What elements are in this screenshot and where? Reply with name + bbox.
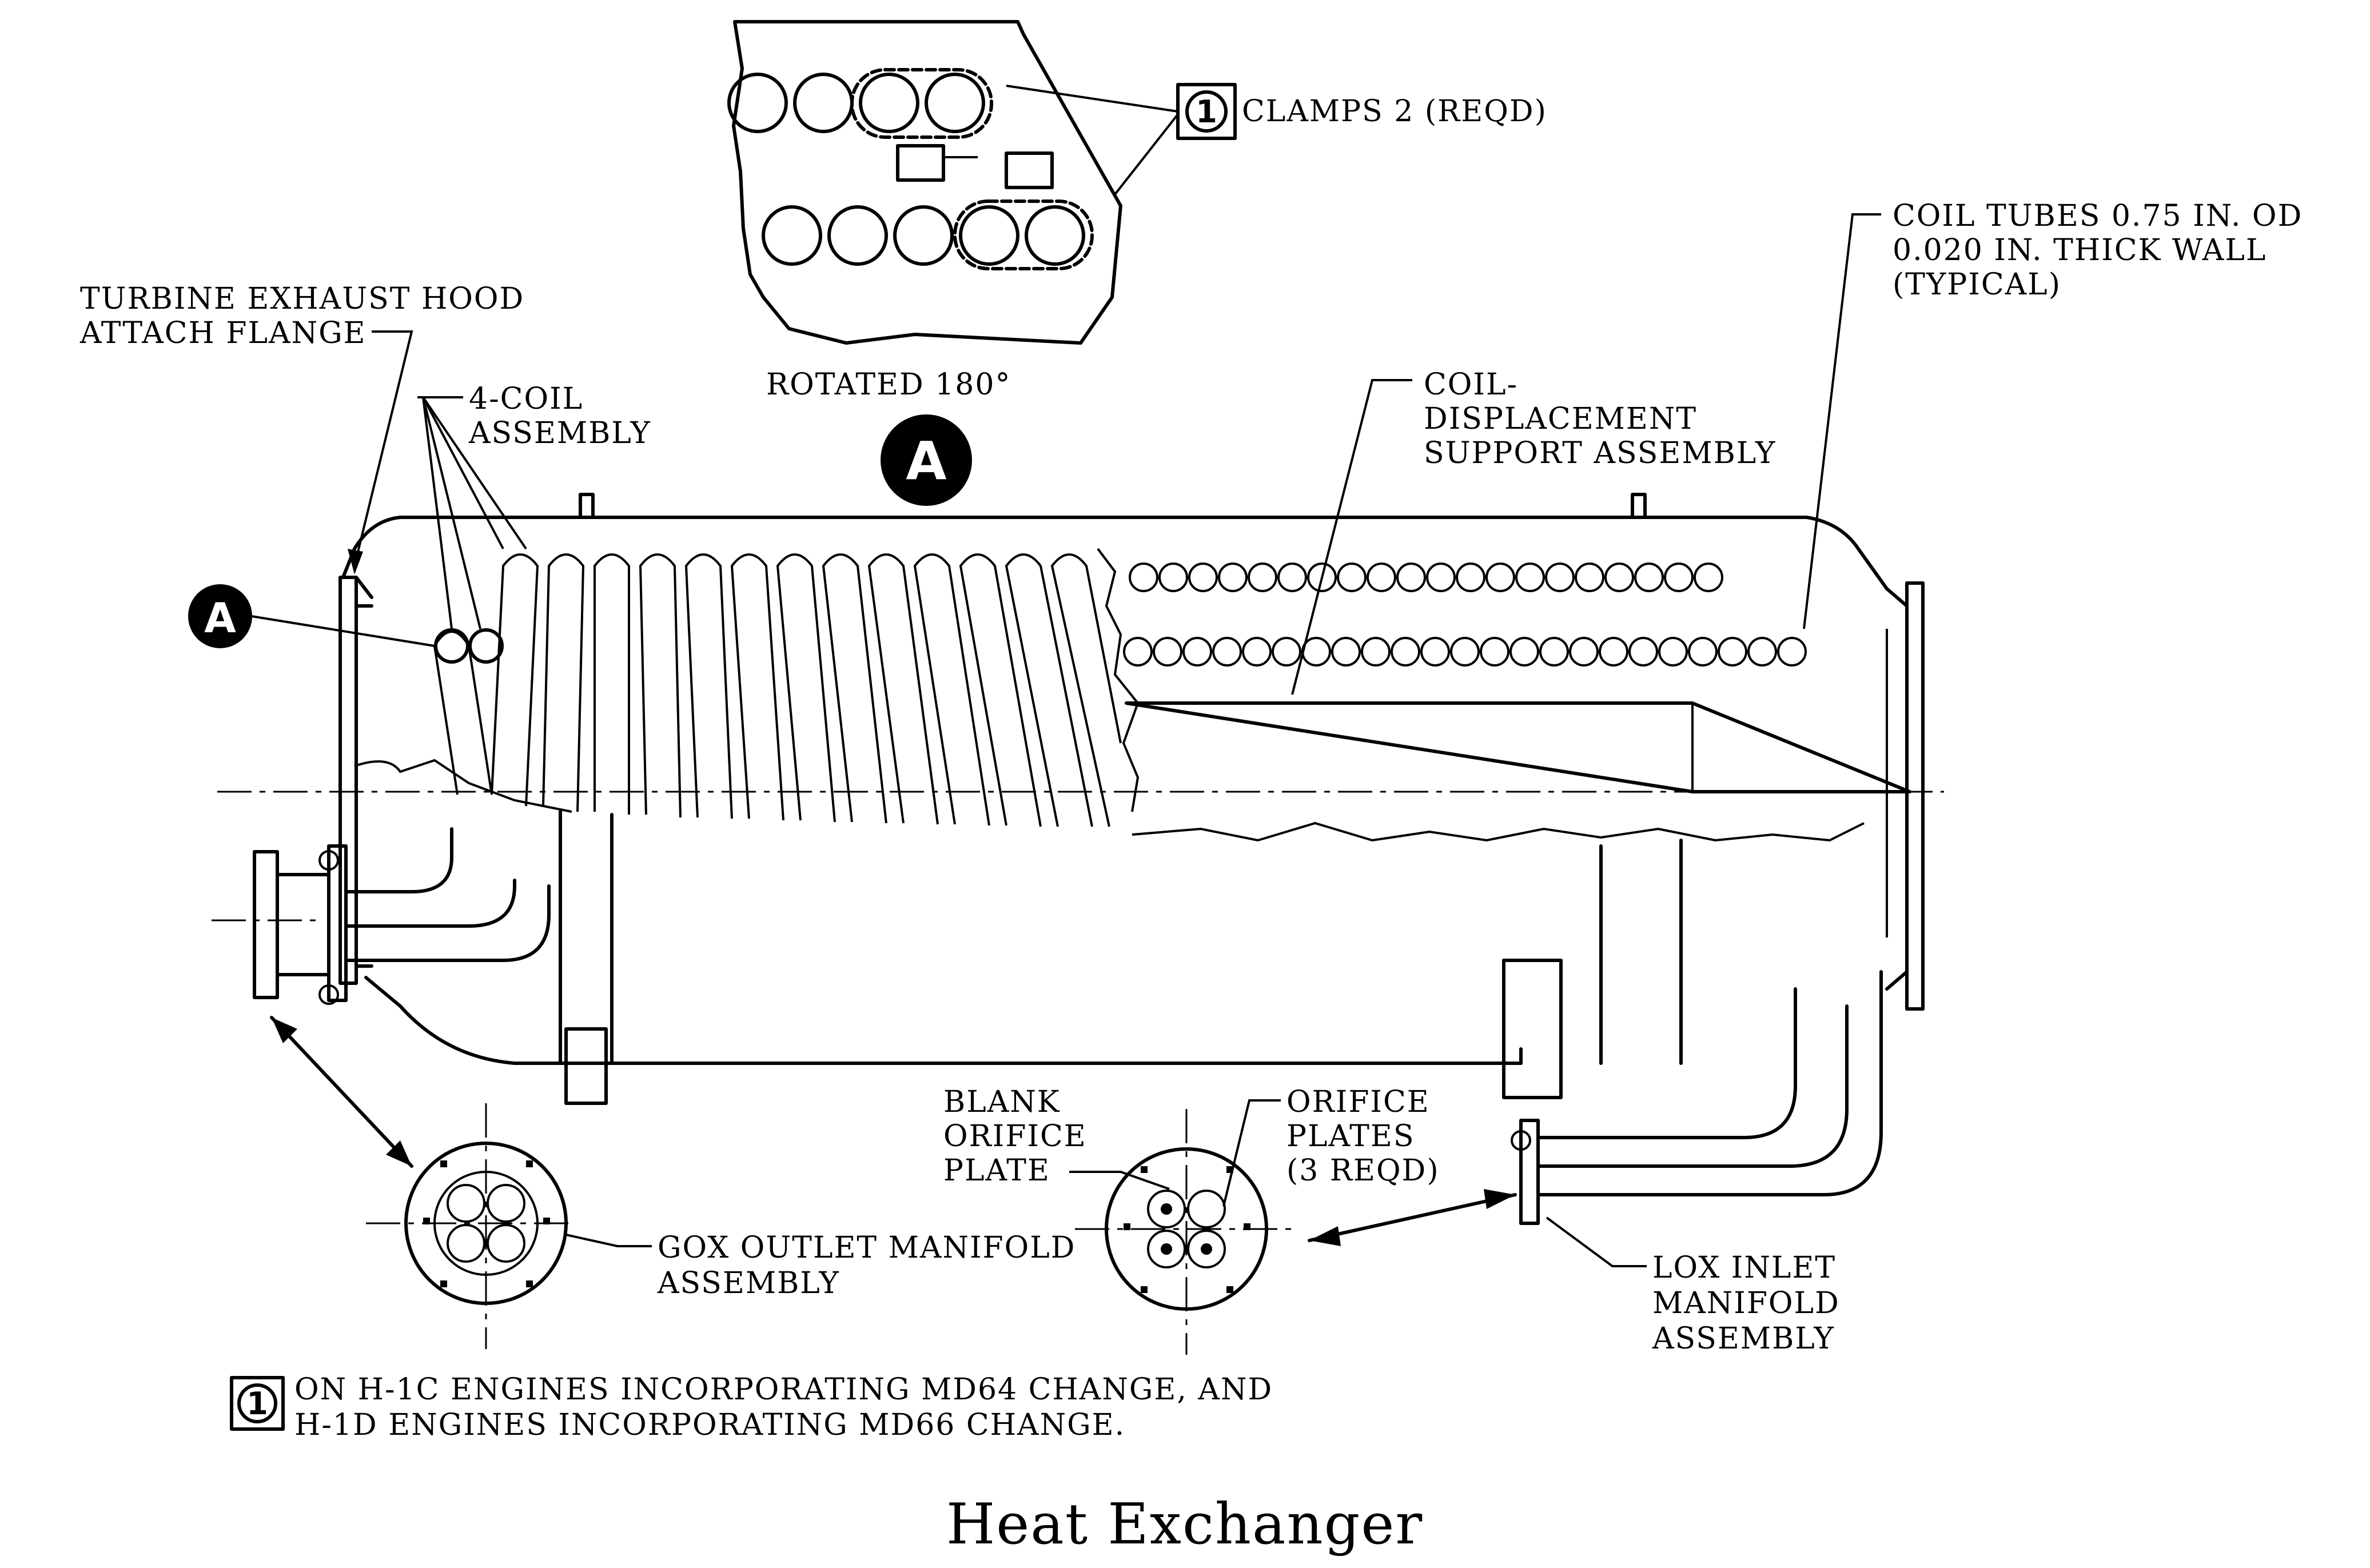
turbine-flange-callout: TURBINE EXHAUST HOOD ATTACH FLANGE: [79, 282, 524, 574]
svg-text:A: A: [906, 430, 946, 492]
gox-callout: GOX OUTLET MANIFOLD ASSEMBLY: [565, 1231, 1076, 1300]
footnote-line1: ON H-1C ENGINES INCORPORATING MD64 CHANG…: [294, 1373, 1273, 1407]
gox-outlet-piping: [253, 827, 551, 1005]
coil-tube-helix: [433, 553, 1122, 827]
svg-text:4-COIL: 4-COIL: [469, 382, 583, 416]
svg-text:PLATES: PLATES: [1286, 1119, 1415, 1154]
view-a-badge-large: A: [881, 414, 972, 506]
clamps-note-number: 1: [1196, 94, 1217, 130]
svg-text:ASSEMBLY: ASSEMBLY: [657, 1266, 840, 1300]
detail-tubes: [727, 73, 1085, 266]
svg-text:ORIFICE: ORIFICE: [943, 1119, 1087, 1154]
footnote-number: 1: [246, 1386, 268, 1422]
svg-text:ATTACH FLANGE: ATTACH FLANGE: [79, 316, 367, 350]
svg-text:(3 REQD): (3 REQD): [1286, 1154, 1440, 1188]
clamps-callout: 1 CLAMPS 2 (REQD): [1006, 83, 1547, 195]
svg-text:COIL TUBES 0.75 IN. OD: COIL TUBES 0.75 IN. OD: [1893, 199, 2303, 233]
svg-text:A: A: [204, 594, 236, 642]
clamps-label: CLAMPS 2 (REQD): [1242, 94, 1547, 129]
svg-text:DISPLACEMENT: DISPLACEMENT: [1424, 402, 1697, 436]
svg-text:LOX INLET: LOX INLET: [1652, 1251, 1836, 1285]
svg-text:SUPPORT ASSEMBLY: SUPPORT ASSEMBLY: [1424, 436, 1776, 470]
coil-tubes-callout: COIL TUBES 0.75 IN. OD 0.020 IN. THICK W…: [1803, 199, 2303, 629]
figure-caption: Heat Exchanger: [946, 1492, 1423, 1557]
svg-text:ASSEMBLY: ASSEMBLY: [1652, 1322, 1835, 1356]
view-a-badge-small: A: [188, 584, 435, 648]
lox-inlet-piping: [1502, 959, 1883, 1225]
coil-tube-rows: [1123, 562, 1807, 667]
svg-text:COIL-: COIL-: [1424, 368, 1518, 402]
heat-exchanger-body: [212, 493, 1944, 1225]
four-coil-callout: 4-COIL ASSEMBLY: [417, 382, 651, 629]
svg-text:BLANK: BLANK: [943, 1085, 1061, 1119]
footnote: 1 ON H-1C ENGINES INCORPORATING MD64 CHA…: [230, 1373, 1273, 1442]
tube-row-lower: [1123, 637, 1807, 667]
lox-manifold-end-view: [1075, 1109, 1517, 1355]
gox-manifold-end-view: [270, 1016, 572, 1349]
lox-callout: LOX INLET MANIFOLD ASSEMBLY: [1546, 1216, 1840, 1356]
detail-clamps: [850, 68, 1094, 270]
svg-text:0.020 IN. THICK WALL: 0.020 IN. THICK WALL: [1893, 233, 2267, 268]
rotated-label: ROTATED 180°: [766, 368, 1011, 402]
blank-orifice-callout: BLANK ORIFICE PLATE: [943, 1085, 1170, 1190]
svg-text:ORIFICE: ORIFICE: [1286, 1085, 1430, 1119]
svg-text:MANIFOLD: MANIFOLD: [1652, 1286, 1840, 1320]
orifice-plates-callout: ORIFICE PLATES (3 REQD): [1222, 1085, 1440, 1207]
footnote-line2: H-1D ENGINES INCORPORATING MD66 CHANGE.: [294, 1408, 1125, 1442]
detail-view-a: [727, 20, 1122, 345]
svg-text:TURBINE EXHAUST HOOD: TURBINE EXHAUST HOOD: [80, 282, 524, 316]
tube-row-upper: [1129, 562, 1723, 592]
svg-text:ASSEMBLY: ASSEMBLY: [468, 416, 651, 450]
coil-displacement-callout: COIL- DISPLACEMENT SUPPORT ASSEMBLY: [1291, 368, 1776, 695]
svg-text:(TYPICAL): (TYPICAL): [1893, 268, 2061, 302]
svg-text:GOX OUTLET MANIFOLD: GOX OUTLET MANIFOLD: [658, 1231, 1076, 1265]
svg-text:PLATE: PLATE: [943, 1154, 1050, 1188]
